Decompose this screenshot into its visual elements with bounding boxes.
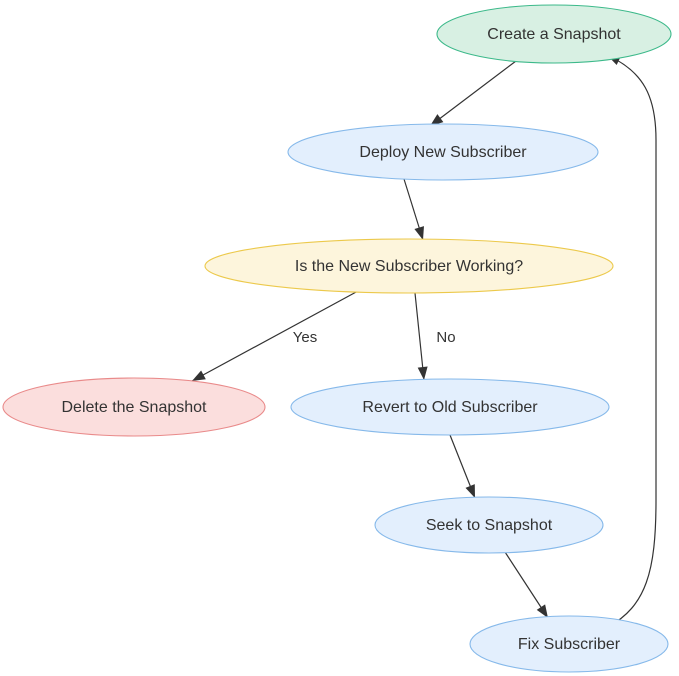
arrow-head-icon xyxy=(414,226,424,240)
node-label: Delete the Snapshot xyxy=(62,399,208,416)
edge-line xyxy=(191,290,359,382)
edge-line xyxy=(429,60,517,127)
edge-label-yes: Yes xyxy=(293,329,317,346)
edge-line xyxy=(607,55,657,628)
node-delete-snapshot[interactable]: Delete the Snapshot xyxy=(2,377,266,437)
arrow-head-icon xyxy=(430,114,444,126)
arrow-head-icon xyxy=(465,484,475,498)
edge-revert-old-subscriber-to-seek-to-snapshot xyxy=(449,434,476,499)
node-shape-ellipse[interactable] xyxy=(469,615,669,673)
edge-seek-to-snapshot-to-fix-subscriber xyxy=(504,551,549,619)
node-create-snapshot[interactable]: Create a Snapshot xyxy=(436,4,672,64)
node-shape-ellipse[interactable] xyxy=(436,4,672,64)
arrow-head-icon xyxy=(417,366,428,380)
edges-layer xyxy=(191,55,657,628)
node-deploy-new-subscriber[interactable]: Deploy New Subscriber xyxy=(287,123,599,181)
node-revert-old-subscriber[interactable]: Revert to Old Subscriber xyxy=(290,378,610,436)
node-label: Deploy New Subscriber xyxy=(359,144,527,161)
node-shape-ellipse[interactable] xyxy=(290,378,610,436)
node-shape-ellipse[interactable] xyxy=(374,496,604,554)
node-is-subscriber-working[interactable]: Is the New Subscriber Working? xyxy=(204,238,614,294)
arrow-head-icon xyxy=(192,370,206,381)
node-label: Revert to Old Subscriber xyxy=(362,399,538,416)
node-label: Create a Snapshot xyxy=(487,26,621,43)
edge-create-snapshot-to-deploy-new-subscriber xyxy=(429,60,517,127)
node-label: Fix Subscriber xyxy=(518,636,621,653)
edge-label-no: No xyxy=(436,329,455,346)
edge-is-subscriber-working-to-delete-snapshot xyxy=(191,290,359,382)
node-shape-ellipse[interactable] xyxy=(287,123,599,181)
edge-fix-subscriber-to-create-snapshot xyxy=(607,55,657,628)
edge-is-subscriber-working-to-revert-old-subscriber xyxy=(414,292,428,381)
node-label: Is the New Subscriber Working? xyxy=(295,258,523,275)
node-seek-to-snapshot[interactable]: Seek to Snapshot xyxy=(374,496,604,554)
arrow-head-icon xyxy=(536,604,548,618)
node-fix-subscriber[interactable]: Fix Subscriber xyxy=(469,615,669,673)
edge-line xyxy=(504,551,549,619)
edge-deploy-new-subscriber-to-is-subscriber-working xyxy=(403,178,424,241)
node-shape-ellipse[interactable] xyxy=(2,377,266,437)
node-shape-ellipse[interactable] xyxy=(204,238,614,294)
edge-labels-layer: Yes No xyxy=(293,329,456,346)
edge-line xyxy=(414,292,425,381)
node-label: Seek to Snapshot xyxy=(426,517,553,534)
